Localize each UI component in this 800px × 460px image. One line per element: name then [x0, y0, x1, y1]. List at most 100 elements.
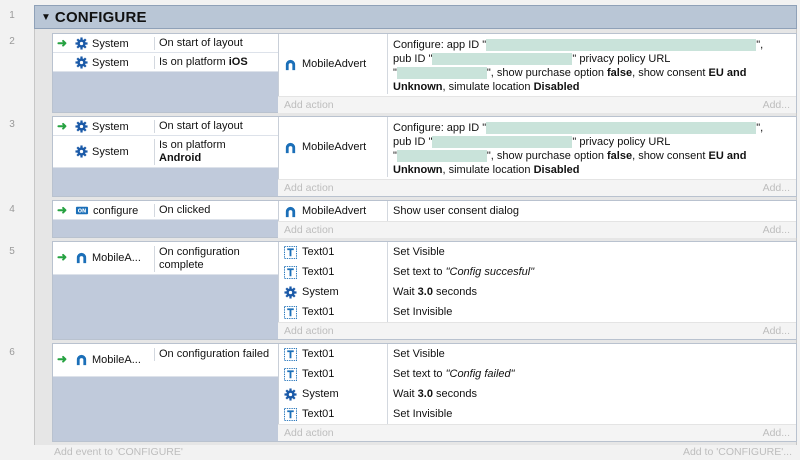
- action-object-name: Text01: [302, 306, 335, 318]
- action-row[interactable]: System Wait 3.0 seconds: [279, 384, 796, 404]
- line-number: 6: [9, 347, 15, 358]
- action-object-name: System: [302, 286, 339, 298]
- add-event-link[interactable]: Add event to 'CONFIGURE': [54, 446, 183, 458]
- condition-object: System: [75, 37, 129, 50]
- action-text-part: Wait: [393, 388, 415, 400]
- add-action-link[interactable]: Add action: [284, 427, 334, 439]
- add-more-link[interactable]: Add...: [762, 325, 790, 337]
- line-number: 4: [9, 204, 15, 215]
- text-object-icon: [284, 305, 297, 319]
- event-block[interactable]: ➜ System On start of layout System Is on…: [52, 33, 797, 113]
- action-row[interactable]: Text01 Set Visible: [279, 344, 796, 364]
- action-object-name: Text01: [302, 266, 335, 278]
- action-value: Disabled: [533, 81, 580, 93]
- action-value: EU and: [708, 150, 747, 162]
- action-row[interactable]: MobileAdvert Show user consent dialog: [279, 201, 796, 221]
- condition-text: On configuration failed: [154, 348, 278, 361]
- add-action-link[interactable]: Add action: [284, 325, 334, 337]
- action-value: EU and: [708, 67, 747, 79]
- event-block[interactable]: ➜ ON configure On clicked MobileAdvert S…: [52, 200, 797, 238]
- gear-icon: [284, 285, 297, 299]
- action-text-part: ": [393, 150, 397, 162]
- event-block[interactable]: ➜ MobileA... On configuration complete T…: [52, 241, 797, 340]
- gear-icon: [75, 56, 88, 69]
- text-object-icon: [284, 265, 297, 279]
- action-row[interactable]: MobileAdvert Configure: app ID "",pub ID…: [279, 34, 796, 94]
- condition-row[interactable]: ➜ MobileA... On configuration complete: [53, 242, 278, 275]
- gear-icon: [75, 37, 88, 50]
- action-text-part: ": [393, 67, 397, 79]
- add-action-row[interactable]: Add action Add...: [278, 179, 796, 196]
- condition-object: System: [75, 56, 129, 69]
- add-more-link[interactable]: Add...: [762, 99, 790, 111]
- action-text-part: Configure: app ID ": [393, 39, 487, 51]
- condition-text: On clicked: [154, 204, 278, 217]
- add-action-link[interactable]: Add action: [284, 99, 334, 111]
- action-text: Set Invisible: [387, 404, 452, 424]
- action-row[interactable]: Text01 Set Invisible: [279, 404, 796, 424]
- add-action-link[interactable]: Add action: [284, 182, 334, 194]
- group-header-configure[interactable]: ▼ CONFIGURE: [34, 5, 797, 29]
- add-more-link[interactable]: Add...: [762, 182, 790, 194]
- action-object: Text01: [284, 265, 335, 279]
- action-object: Text01: [284, 305, 335, 319]
- action-value: Unknown: [393, 164, 443, 176]
- action-text-part: pub ID ": [393, 53, 433, 65]
- action-row[interactable]: Text01 Set Invisible: [279, 302, 796, 322]
- action-row[interactable]: Text01 Set text to "Config succesful": [279, 262, 796, 282]
- add-action-row[interactable]: Add action Add...: [278, 322, 796, 339]
- action-text: Configure: app ID "",pub ID "" privacy p…: [387, 34, 799, 94]
- action-text-part: ",: [756, 122, 764, 134]
- action-object-name: MobileAdvert: [302, 58, 367, 70]
- action-text-part: ", show purchase option: [486, 150, 607, 162]
- action-object-name: System: [302, 388, 339, 400]
- action-text-part: pub ID ": [393, 136, 433, 148]
- action-value: false: [607, 67, 633, 79]
- button-badge-text: ON: [78, 209, 87, 215]
- action-row[interactable]: Text01 Set Visible: [279, 242, 796, 262]
- condition-text: On start of layout: [154, 37, 278, 50]
- action-text: Configure: app ID "",pub ID "" privacy p…: [387, 117, 799, 177]
- add-to-group-link[interactable]: Add to 'CONFIGURE'...: [682, 446, 792, 458]
- condition-row[interactable]: ➜ MobileA... On configuration failed: [53, 344, 278, 377]
- text-object-icon: [284, 367, 297, 381]
- action-row[interactable]: MobileAdvert Configure: app ID "",pub ID…: [279, 117, 796, 177]
- action-text: Wait 3.0 seconds: [387, 384, 477, 404]
- add-action-row[interactable]: Add action Add...: [278, 424, 796, 441]
- group-title: CONFIGURE: [54, 8, 147, 26]
- condition-object: System: [75, 120, 129, 133]
- add-more-link[interactable]: Add...: [762, 427, 790, 439]
- action-object-name: Text01: [302, 368, 335, 380]
- condition-object: MobileA...: [75, 353, 141, 366]
- action-object: Text01: [284, 245, 335, 259]
- add-action-row[interactable]: Add action Add...: [278, 96, 796, 113]
- action-value: Unknown: [393, 81, 443, 93]
- action-object: Text01: [284, 407, 334, 421]
- add-more-link[interactable]: Add...: [762, 224, 790, 236]
- action-string-value: "Config failed": [445, 368, 515, 380]
- action-text-part: , show consent: [632, 150, 709, 162]
- add-action-link[interactable]: Add action: [284, 224, 334, 236]
- action-row[interactable]: Text01 Set text to "Config failed": [279, 364, 796, 384]
- action-object-name: MobileAdvert: [302, 205, 367, 217]
- condition-object: System: [75, 145, 129, 158]
- action-text-part: seconds: [436, 388, 477, 400]
- condition-row[interactable]: ➜ ON configure On clicked: [53, 201, 278, 220]
- condition-row[interactable]: System Is on platform iOS: [53, 53, 278, 72]
- condition-object-name: configure: [93, 204, 139, 217]
- action-text: Set text to "Config succesful": [387, 262, 534, 282]
- collapse-triangle-icon[interactable]: ▼: [41, 11, 51, 23]
- event-block[interactable]: ➜ System On start of layout System Is on…: [52, 116, 797, 197]
- action-row[interactable]: System Wait 3.0 seconds: [279, 282, 796, 302]
- condition-row[interactable]: ➜ System On start of layout: [53, 117, 278, 136]
- add-action-row[interactable]: Add action Add...: [278, 221, 796, 238]
- action-text-part: Set text to: [393, 266, 443, 278]
- action-object-name: Text01: [302, 246, 335, 258]
- event-block[interactable]: ➜ MobileA... On configuration failed Tex…: [52, 343, 797, 442]
- condition-row[interactable]: ➜ System On start of layout: [53, 34, 278, 53]
- action-object-name: MobileAdvert: [302, 141, 367, 153]
- line-number: 3: [9, 119, 15, 130]
- condition-text-prefix: Is on platform: [159, 139, 226, 151]
